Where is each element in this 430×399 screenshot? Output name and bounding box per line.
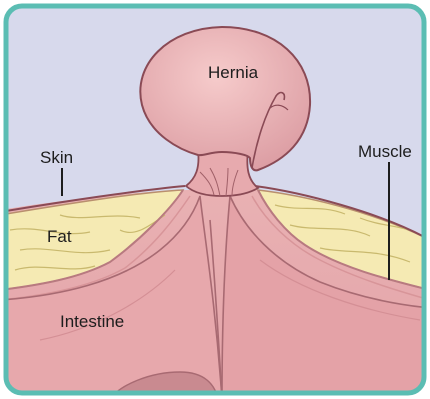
label-muscle: Muscle [358,142,412,161]
label-hernia: Hernia [208,63,259,82]
label-fat: Fat [47,227,72,246]
label-skin: Skin [40,148,73,167]
label-intestine: Intestine [60,312,124,331]
